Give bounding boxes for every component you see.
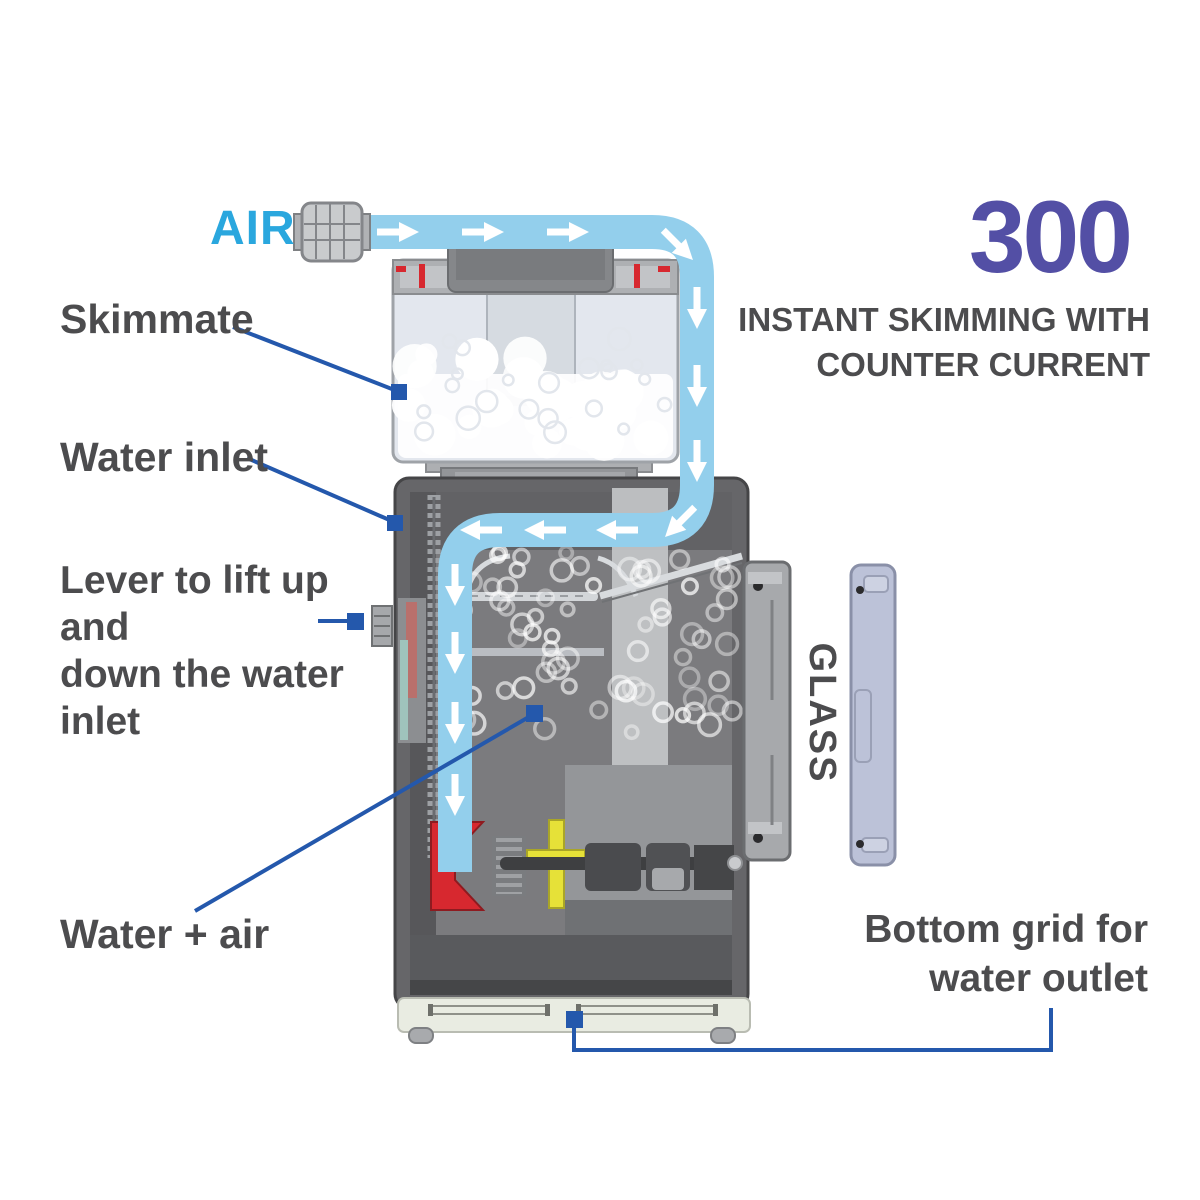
air-label: AIR [210, 202, 296, 255]
water-inlet-label: Water inlet [60, 434, 269, 480]
glass-label: GLASS [801, 642, 843, 784]
skimmer-body [371, 476, 750, 1010]
air-tube [293, 201, 714, 872]
leader-skimmate [232, 325, 407, 400]
water-air-label: Water + air [60, 911, 270, 957]
leader-lever [318, 613, 364, 630]
red-clip [634, 264, 640, 288]
bottom-grid-label: Bottom grid for water outlet [864, 905, 1148, 1003]
bottom-grid-line2: water outlet [929, 957, 1148, 1000]
inlet-lever [371, 598, 426, 743]
leader-lines [193, 325, 1053, 1052]
leader-bottom-grid [566, 1008, 1053, 1052]
lever-label-line1: Lever to lift up and [60, 559, 329, 649]
collection-cup [391, 227, 680, 464]
lever-label: Lever to lift up and down the water inle… [60, 557, 390, 745]
red-clip [419, 264, 425, 288]
tagline: INSTANT SKIMMING WITH COUNTER CURRENT [738, 297, 1150, 387]
glass-bracket-attached [742, 560, 792, 862]
skimmate-label: Skimmate [60, 296, 254, 342]
model-number: 300 [968, 180, 1133, 294]
foot-left [408, 1027, 434, 1044]
leader-water-inlet [246, 456, 403, 531]
leader-water-air [193, 705, 543, 913]
lever-label-line2: down the water [60, 653, 344, 696]
red-clip [396, 266, 406, 272]
skimmate-foam [391, 326, 673, 461]
tagline-line2: COUNTER CURRENT [816, 346, 1150, 383]
bottom-grid-line1: Bottom grid for [864, 908, 1148, 951]
foot-right [710, 1027, 736, 1044]
glass-bracket-magnet [849, 563, 897, 867]
air-valve [293, 201, 371, 263]
tagline-line1: INSTANT SKIMMING WITH [738, 301, 1150, 338]
lever-label-line3: inlet [60, 700, 141, 743]
red-clip [658, 266, 670, 272]
